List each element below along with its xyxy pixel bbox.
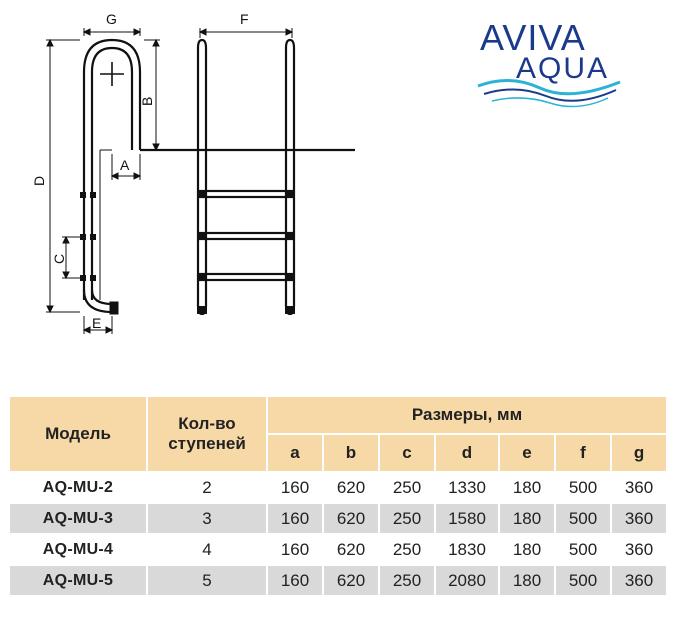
side-foot-curve-inner xyxy=(90,289,113,306)
logo-wave-1 xyxy=(477,78,621,96)
steps-cell: 2 xyxy=(148,473,266,502)
dim-cell: 620 xyxy=(324,473,378,502)
dim-label-e: E xyxy=(92,315,101,331)
ladder-diagram: G F B A D C E xyxy=(31,11,355,334)
front-rail-left xyxy=(196,38,208,316)
side-rail-outer xyxy=(82,38,142,300)
header-dim-d: d xyxy=(436,435,498,471)
front-step-3 xyxy=(198,272,294,282)
side-rail-inner xyxy=(90,46,134,300)
front-rail-right xyxy=(284,38,296,316)
dim-cell: 180 xyxy=(500,566,554,595)
aviva-aqua-logo: AVIVA AQUA xyxy=(477,17,621,108)
dim-cell: 2080 xyxy=(436,566,498,595)
dim-label-c: C xyxy=(51,254,67,264)
dim-cell: 250 xyxy=(380,535,434,564)
model-cell: AQ-MU-3 xyxy=(10,504,146,533)
dim-cell: 1580 xyxy=(436,504,498,533)
dim-cell: 360 xyxy=(612,473,667,502)
dim-cell: 250 xyxy=(380,504,434,533)
dimension-lines xyxy=(46,28,294,334)
dim-label-f: F xyxy=(240,11,249,27)
steps-cell: 5 xyxy=(148,566,266,595)
dim-cell: 250 xyxy=(380,473,434,502)
dim-cell: 160 xyxy=(268,473,322,502)
table-row: AQ-MU-4 4 160 620 250 1830 180 500 360 xyxy=(10,535,667,564)
step-markers xyxy=(80,192,96,281)
dim-cell: 360 xyxy=(612,566,667,595)
dim-cell: 620 xyxy=(324,535,378,564)
dim-cell: 500 xyxy=(556,473,610,502)
header-dimensions: Размеры, мм xyxy=(268,397,667,433)
dim-cell: 180 xyxy=(500,473,554,502)
dim-cell: 250 xyxy=(380,566,434,595)
dim-cell: 160 xyxy=(268,566,322,595)
model-cell: AQ-MU-4 xyxy=(10,535,146,564)
dim-cell: 180 xyxy=(500,504,554,533)
header-dim-c: c xyxy=(380,435,434,471)
dim-cell: 160 xyxy=(268,504,322,533)
side-foot-curve xyxy=(82,289,113,314)
dim-cell: 1330 xyxy=(436,473,498,502)
table-row: AQ-MU-3 3 160 620 250 1580 180 500 360 xyxy=(10,504,667,533)
front-step-1 xyxy=(198,189,294,199)
logo-wave-3 xyxy=(491,97,609,108)
model-cell: AQ-MU-2 xyxy=(10,473,146,502)
side-view xyxy=(80,38,355,315)
header-dim-g: g xyxy=(612,435,667,471)
dim-cell: 160 xyxy=(268,535,322,564)
logo-text-top: AVIVA xyxy=(480,17,586,58)
model-cell: AQ-MU-5 xyxy=(10,566,146,595)
foot-pad xyxy=(109,301,119,315)
spec-table: Модель Кол-во ступеней Размеры, мм a b c… xyxy=(8,395,668,597)
dim-cell: 500 xyxy=(556,566,610,595)
logo-wave-2 xyxy=(483,88,617,102)
dim-label-d: D xyxy=(31,176,47,186)
dim-cell: 500 xyxy=(556,504,610,533)
logo-text-bottom: AQUA xyxy=(516,52,609,85)
dim-cell: 1830 xyxy=(436,535,498,564)
dim-cell: 360 xyxy=(612,504,667,533)
header-dim-f: f xyxy=(556,435,610,471)
header-dim-b: b xyxy=(324,435,378,471)
dim-cell: 620 xyxy=(324,504,378,533)
front-view xyxy=(196,38,296,316)
dim-cell: 620 xyxy=(324,566,378,595)
dim-label-g: G xyxy=(106,11,117,27)
dim-cell: 180 xyxy=(500,535,554,564)
header-dim-e: e xyxy=(500,435,554,471)
dim-cell: 360 xyxy=(612,535,667,564)
table-row: AQ-MU-2 2 160 620 250 1330 180 500 360 xyxy=(10,473,667,502)
dim-label-a: A xyxy=(120,157,130,173)
steps-cell: 3 xyxy=(148,504,266,533)
header-model: Модель xyxy=(10,397,146,471)
header-steps: Кол-во ступеней xyxy=(148,397,266,471)
header-dim-a: a xyxy=(268,435,322,471)
front-step-2 xyxy=(198,231,294,241)
dim-label-b: B xyxy=(139,97,155,106)
table-row: AQ-MU-5 5 160 620 250 2080 180 500 360 xyxy=(10,566,667,595)
dim-cell: 500 xyxy=(556,535,610,564)
steps-cell: 4 xyxy=(148,535,266,564)
